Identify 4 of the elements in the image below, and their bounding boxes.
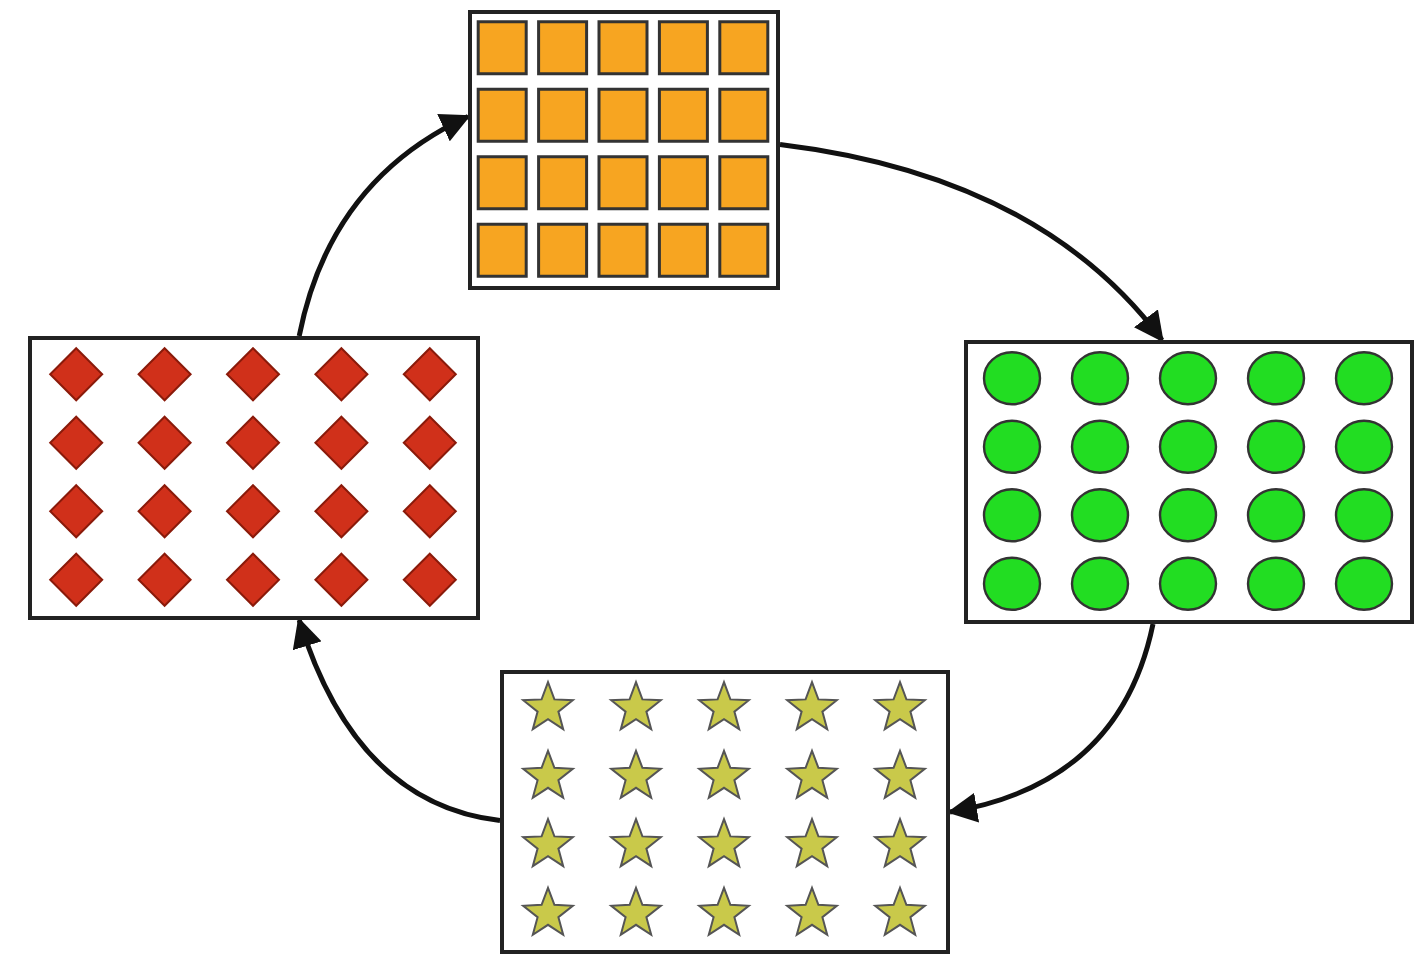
curved-arrow — [947, 623, 1156, 822]
curved-arrow — [779, 141, 1164, 343]
curved-arrow — [293, 617, 501, 823]
curved-arrow — [296, 114, 471, 337]
